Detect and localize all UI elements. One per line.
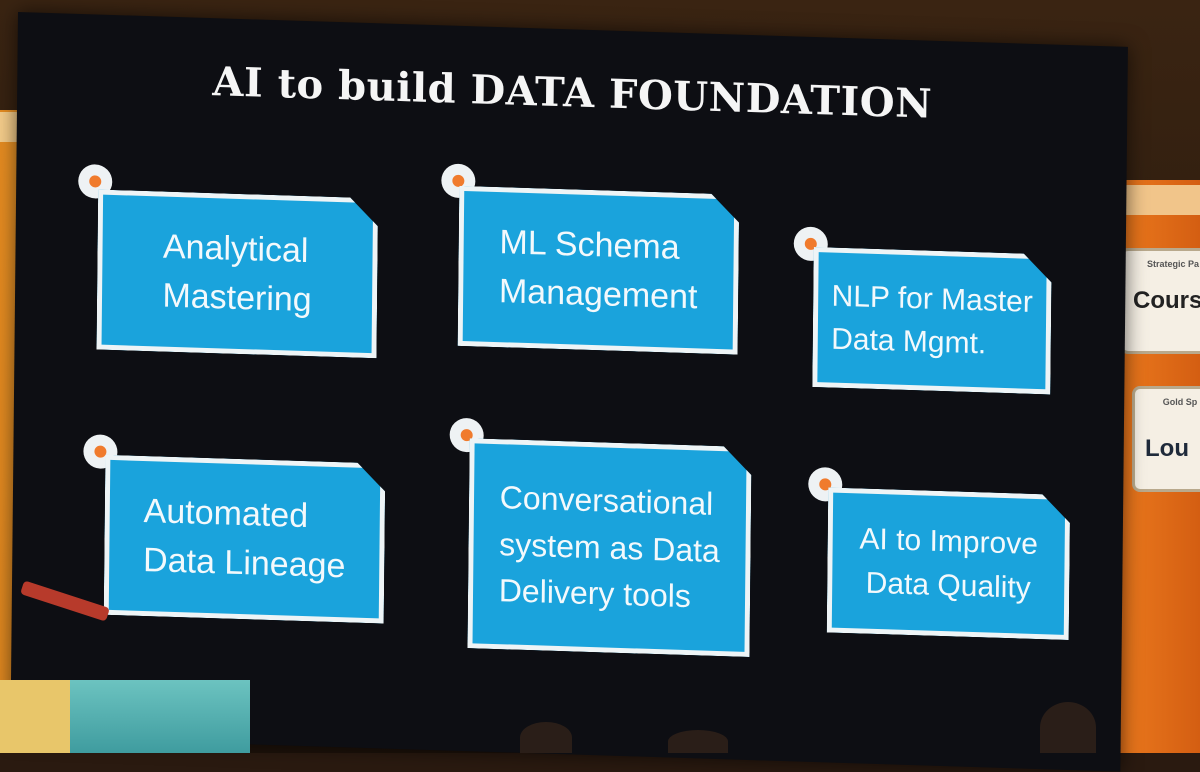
slide-title: AI to build DATA FOUNDATION — [17, 52, 1127, 134]
box-line: Data Mgmt. — [831, 318, 1033, 368]
box-text: AI to Improve Data Quality — [859, 517, 1038, 610]
pin-dot — [452, 175, 464, 187]
box-text: Conversational system as Data Delivery t… — [499, 475, 721, 621]
box-line: ML Schema — [499, 218, 698, 274]
box-line: Automated — [143, 487, 346, 543]
box-line: AI to Improve — [859, 517, 1038, 566]
sponsor-sign-strategic: Strategic Pa Course — [1120, 248, 1200, 354]
box-text: Automated Data Lineage — [143, 487, 346, 592]
box-line: Analytical — [163, 222, 313, 276]
box-line: Data Lineage — [143, 536, 346, 592]
sponsor-sign-name: Course — [1133, 287, 1200, 315]
box-line: Management — [499, 267, 698, 323]
audience-head — [668, 730, 728, 753]
box-line: Mastering — [162, 272, 312, 326]
box-line: Delivery tools — [499, 567, 720, 620]
box-text: Analytical Mastering — [162, 222, 312, 325]
podium-side — [0, 680, 70, 753]
sponsor-sign-gold: Gold Sp Lou — [1132, 386, 1200, 492]
box-text: NLP for Master Data Mgmt. — [831, 274, 1033, 367]
box-line: Data Quality — [859, 561, 1038, 610]
box-line: NLP for Master — [831, 274, 1033, 324]
box-ai-improve-data-quality: AI to Improve Data Quality — [827, 487, 1071, 640]
projection-screen: AI to build DATA FOUNDATION Analytical M… — [10, 12, 1128, 772]
box-automated-data-lineage: Automated Data Lineage — [104, 455, 386, 624]
pin-dot — [94, 445, 106, 457]
box-nlp-master-data: NLP for Master Data Mgmt. — [812, 247, 1051, 394]
audience-head — [1040, 702, 1096, 753]
box-line: system as Data — [499, 521, 720, 574]
pin-dot — [89, 175, 101, 187]
sponsor-sign-caption: Strategic Pa — [1123, 259, 1200, 269]
box-text: ML Schema Management — [499, 218, 698, 323]
box-ml-schema-management: ML Schema Management — [458, 186, 740, 355]
sponsor-sign-name: Lou — [1145, 435, 1200, 463]
audience-head — [520, 722, 572, 753]
sponsor-sign-caption: Gold Sp — [1135, 397, 1200, 407]
box-line: Conversational — [500, 475, 721, 528]
box-analytical-mastering: Analytical Mastering — [96, 190, 378, 359]
box-conversational-system: Conversational system as Data Delivery t… — [467, 438, 751, 657]
